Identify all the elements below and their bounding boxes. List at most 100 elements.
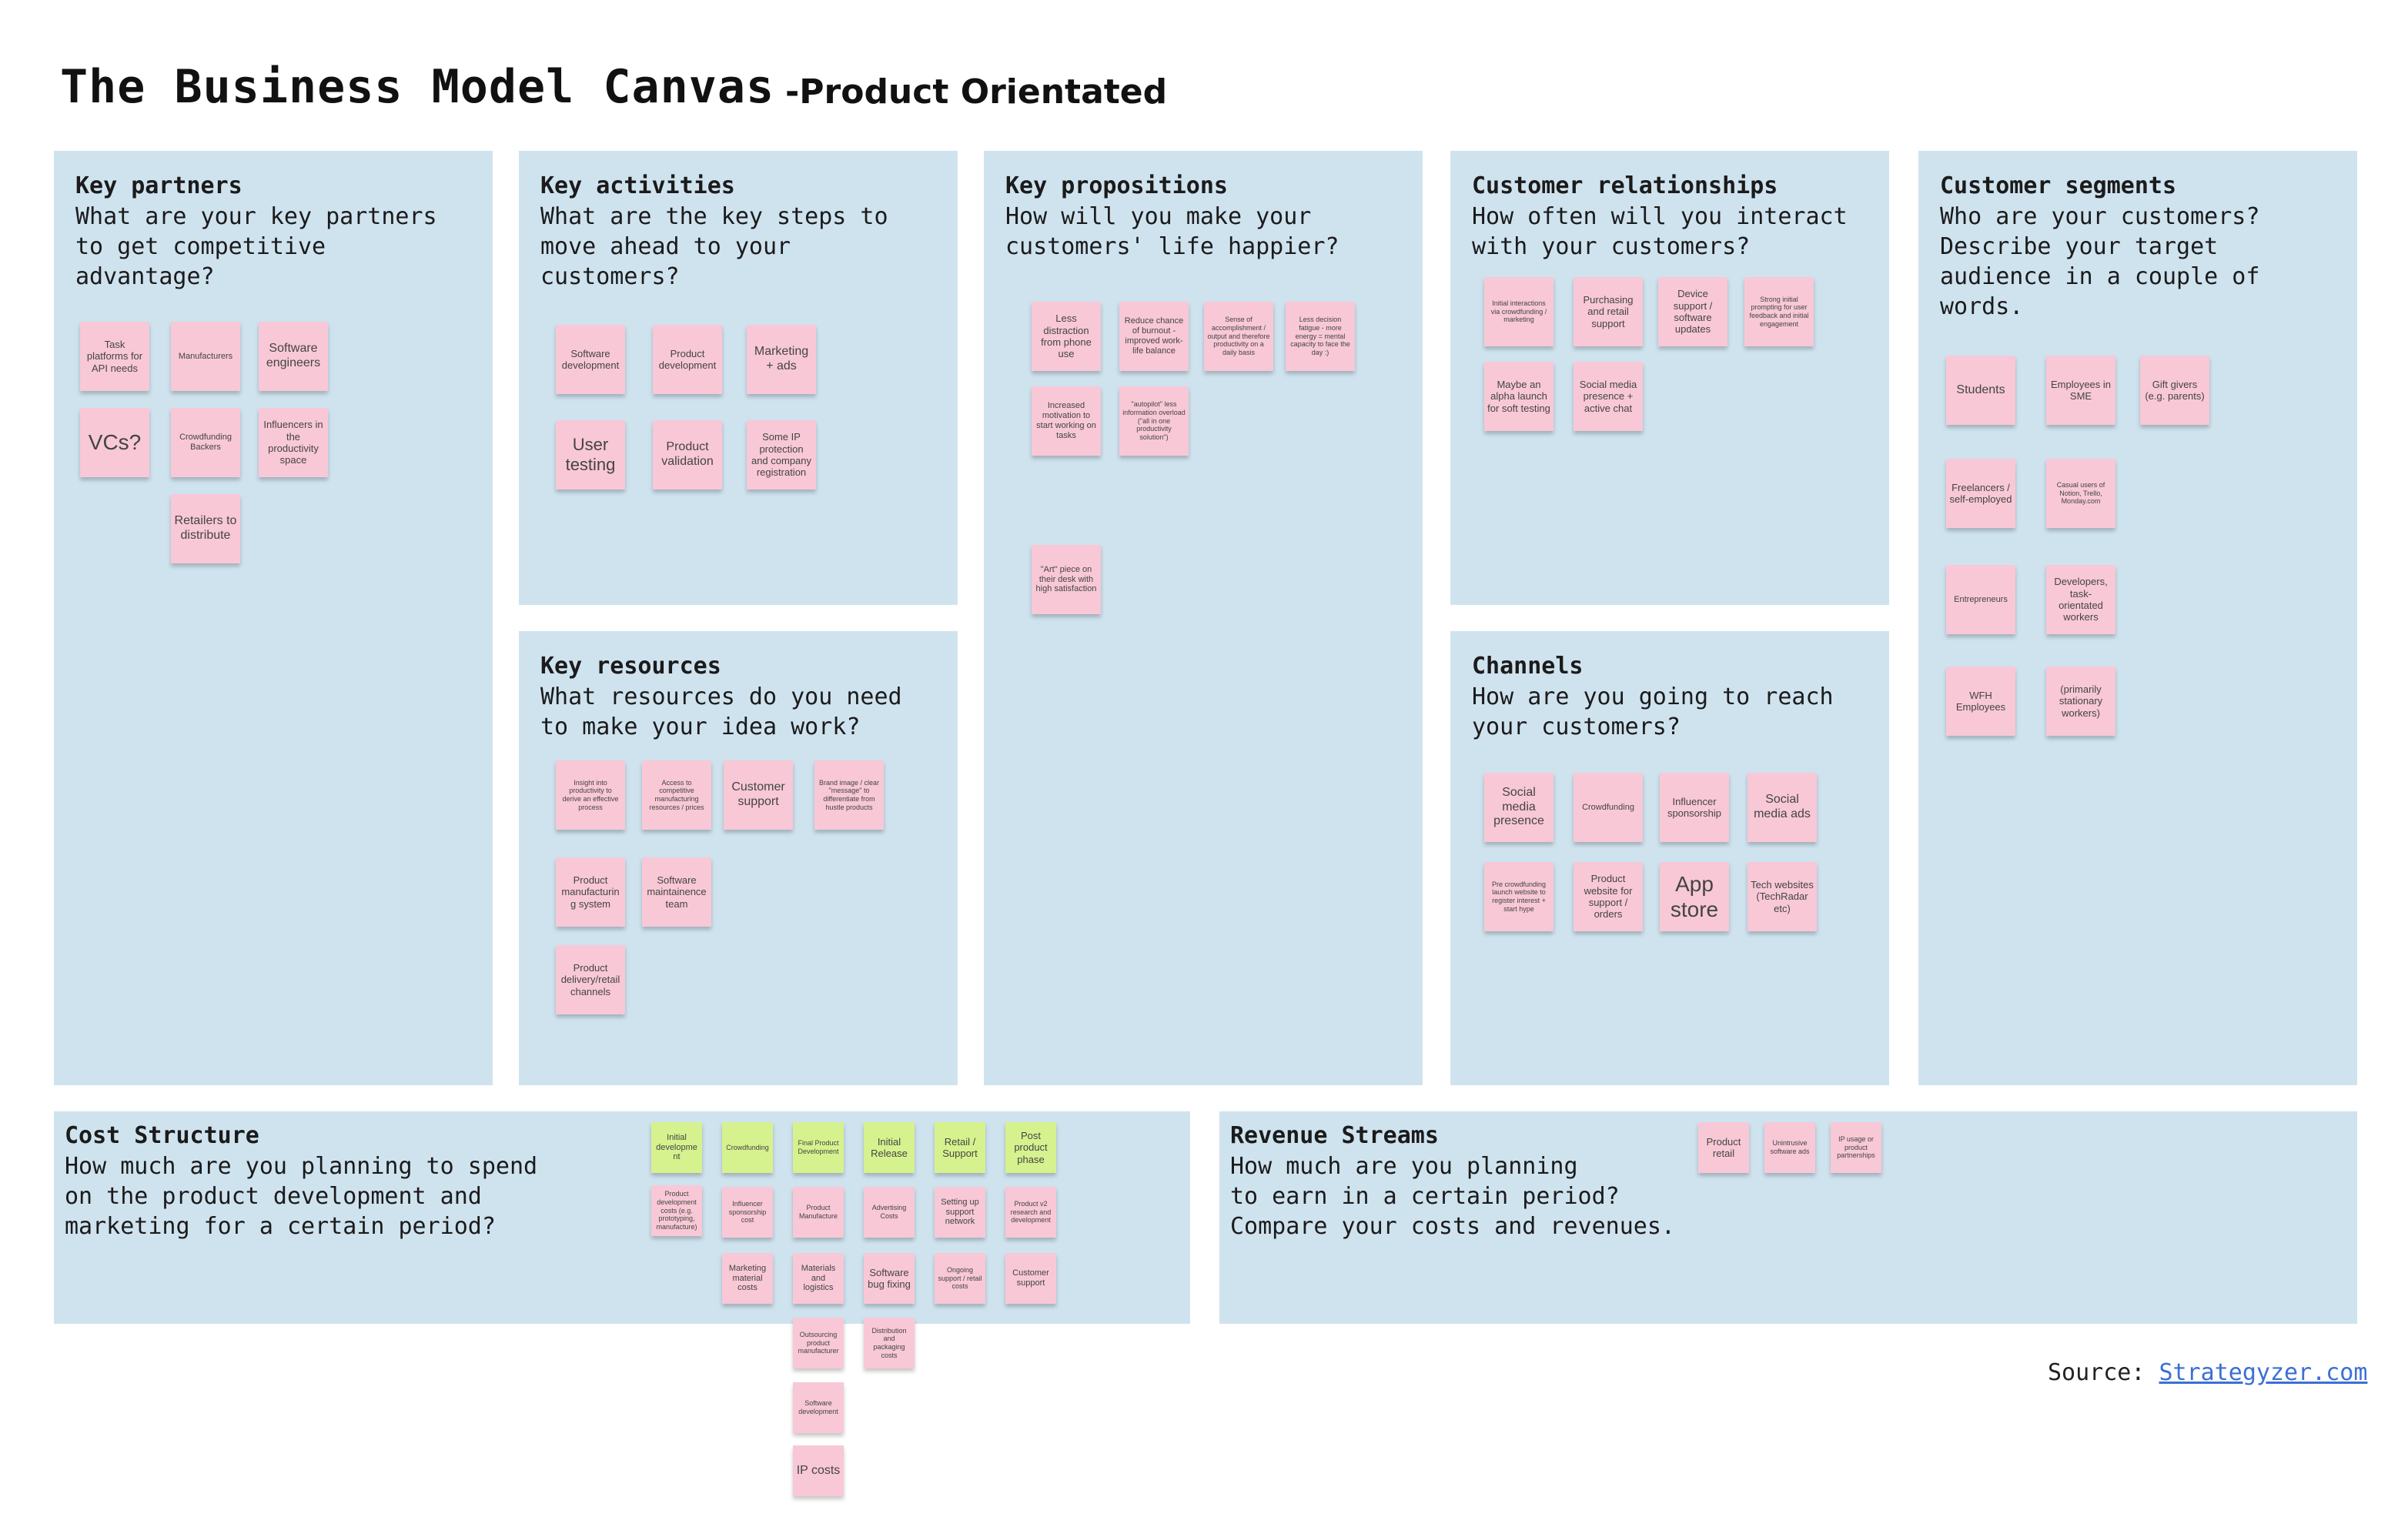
source-credit: Source: Strategyzer.com xyxy=(2048,1359,2367,1386)
panel-question: How will you make your customers' life h… xyxy=(1005,203,1339,260)
sticky-note[interactable]: Materials and logistics xyxy=(793,1253,844,1304)
panel-customer-segments: Customer segments Who are your customers… xyxy=(1918,151,2357,1085)
sticky-note[interactable]: Gift givers (e.g. parents) xyxy=(2140,356,2209,425)
panel-question: Who are your customers? Describe your ta… xyxy=(1940,203,2260,320)
source-label: Source: xyxy=(2048,1359,2145,1386)
source-link[interactable]: Strategyzer.com xyxy=(2159,1359,2368,1386)
sticky-note[interactable]: Sense of accomplishment / output and the… xyxy=(1204,302,1273,371)
panel-key-resources: Key resources What resources do you need… xyxy=(519,631,958,1085)
sticky-note[interactable]: Casual users of Notion, Trello, Monday.c… xyxy=(2046,459,2115,528)
panel-question: How often will you interact with your cu… xyxy=(1472,203,1848,260)
sticky-note[interactable]: Less distraction from phone use xyxy=(1032,302,1101,371)
page-subtitle: -Product Orientated xyxy=(785,72,1168,112)
sticky-note[interactable]: Influencer sponsorship cost xyxy=(722,1187,773,1238)
sticky-note[interactable]: Employees in SME xyxy=(2046,356,2115,425)
sticky-note[interactable]: Purchasing and retail support xyxy=(1574,277,1643,346)
panel-question: How much are you planning to earn in a c… xyxy=(1230,1153,1675,1240)
sticky-note[interactable]: VCs? xyxy=(80,408,149,477)
panel-cost-structure: Cost Structure How much are you planning… xyxy=(54,1111,1190,1324)
sticky-note[interactable]: Access to competitive manufacturing reso… xyxy=(642,760,711,830)
sticky-note[interactable]: Less decision fatigue - more energy = me… xyxy=(1286,302,1355,371)
sticky-note[interactable]: User testing xyxy=(556,420,625,490)
sticky-note[interactable]: Product delivery/retail channels xyxy=(556,945,625,1014)
sticky-note[interactable]: Ongoing support / retail costs xyxy=(935,1253,985,1304)
sticky-note[interactable]: Product retail xyxy=(1698,1122,1749,1173)
sticky-note[interactable]: Task platforms for API needs xyxy=(80,322,149,391)
phase-note[interactable]: Initial development xyxy=(651,1122,702,1173)
sticky-note[interactable]: IP usage or product partnerships xyxy=(1831,1122,1881,1173)
sticky-note[interactable]: Influencer sponsorship xyxy=(1660,773,1729,842)
sticky-note[interactable]: Marketing material costs xyxy=(722,1253,773,1304)
sticky-note[interactable]: Software development xyxy=(793,1382,844,1433)
sticky-note[interactable]: Device support / software updates xyxy=(1658,277,1727,346)
sticky-note[interactable]: Some IP protection and company registrat… xyxy=(747,420,816,490)
sticky-note[interactable]: Product website for support / orders xyxy=(1574,862,1643,931)
sticky-note[interactable]: Brand image / clear "message" to differe… xyxy=(814,760,884,830)
sticky-note[interactable]: Product v2 research and development xyxy=(1005,1187,1056,1238)
sticky-note[interactable]: Product manufacturing system xyxy=(556,857,625,927)
panel-customer-relationships: Customer relationships How often will yo… xyxy=(1450,151,1889,605)
sticky-note[interactable]: Initial interactions via crowdfunding / … xyxy=(1484,277,1553,346)
sticky-note[interactable]: Advertising Costs xyxy=(864,1187,915,1238)
panel-title: Channels xyxy=(1472,653,1584,680)
panel-question: What resources do you need to make your … xyxy=(540,683,902,740)
panel-title: Cost Structure xyxy=(65,1122,259,1149)
phase-note[interactable]: Initial Release xyxy=(864,1122,915,1173)
panel-title: Customer relationships xyxy=(1472,172,1778,199)
panel-key-partners: Key partners What are your key partners … xyxy=(54,151,493,1085)
sticky-note[interactable]: Crowdfunding xyxy=(1574,773,1643,842)
sticky-note[interactable]: Retailers to distribute xyxy=(171,494,240,563)
sticky-note[interactable]: Reduce chance of burnout - improved work… xyxy=(1119,302,1189,371)
sticky-note[interactable]: Product development costs (e.g. prototyp… xyxy=(651,1185,702,1236)
page-title: The Business Model Canvas xyxy=(60,60,775,114)
sticky-note[interactable]: (primarily stationary workers) xyxy=(2046,667,2115,736)
panel-key-activities: Key activities What are the key steps to… xyxy=(519,151,958,605)
sticky-note[interactable]: Social media ads xyxy=(1747,773,1817,842)
sticky-note[interactable]: Strong initial prompting for user feedba… xyxy=(1744,277,1814,346)
panel-title: Key partners xyxy=(75,172,242,199)
sticky-note[interactable]: Tech websites (TechRadar etc) xyxy=(1747,862,1817,931)
sticky-note[interactable]: Maybe an alpha launch for soft testing xyxy=(1484,362,1553,431)
sticky-note[interactable]: Product validation xyxy=(653,420,722,490)
sticky-note[interactable]: Influencers in the productivity space xyxy=(259,408,328,477)
sticky-note[interactable]: Developers, task-orientated workers xyxy=(2046,565,2115,634)
sticky-note[interactable]: Social media presence + active chat xyxy=(1574,362,1643,431)
sticky-note[interactable]: "Art" piece on their desk with high sati… xyxy=(1032,545,1101,614)
sticky-note[interactable]: Outsourcing product manufacturer xyxy=(793,1318,844,1368)
sticky-note[interactable]: Freelancers / self-employed xyxy=(1946,459,2015,528)
sticky-note[interactable]: Social media presence xyxy=(1484,773,1553,842)
sticky-note[interactable]: Manufacturers xyxy=(171,322,240,391)
sticky-note[interactable]: App store xyxy=(1660,862,1729,931)
sticky-note[interactable]: WFH Employees xyxy=(1946,667,2015,736)
sticky-note[interactable]: "autopilot" less information overload ("… xyxy=(1119,386,1189,456)
sticky-note[interactable]: Pre crowdfunding launch website to regis… xyxy=(1484,862,1553,931)
sticky-note[interactable]: Software development xyxy=(556,325,625,394)
panel-question: How much are you planning to spend on th… xyxy=(65,1153,538,1240)
sticky-note[interactable]: Customer support xyxy=(724,760,793,830)
sticky-note[interactable]: Marketing + ads xyxy=(747,325,816,394)
sticky-note[interactable]: Software bug fixing xyxy=(864,1253,915,1304)
sticky-note[interactable]: Distribution and packaging costs xyxy=(864,1318,915,1368)
sticky-note[interactable]: Customer support xyxy=(1005,1253,1056,1304)
sticky-note[interactable]: IP costs xyxy=(793,1445,844,1496)
sticky-note[interactable]: Software engineers xyxy=(259,322,328,391)
sticky-note[interactable]: Software maintainence team xyxy=(642,857,711,927)
sticky-note[interactable]: Entrepreneurs xyxy=(1946,565,2015,634)
sticky-note[interactable]: Setting up support network xyxy=(935,1187,985,1238)
sticky-note[interactable]: Crowdfunding Backers xyxy=(171,408,240,477)
panel-key-propositions: Key propositions How will you make your … xyxy=(984,151,1423,1085)
sticky-note[interactable]: Product Manufacture xyxy=(793,1187,844,1238)
panel-question: What are your key partners to get compet… xyxy=(75,203,437,290)
sticky-note[interactable]: Product development xyxy=(653,325,722,394)
panel-revenue-streams: Revenue Streams How much are you plannin… xyxy=(1219,1111,2357,1324)
sticky-note[interactable]: Unintrusive software ads xyxy=(1764,1122,1815,1173)
panel-channels: Channels How are you going to reach your… xyxy=(1450,631,1889,1085)
phase-note[interactable]: Final Product Development xyxy=(793,1122,844,1173)
sticky-note[interactable]: Increased motivation to start working on… xyxy=(1032,386,1101,456)
sticky-note[interactable]: Students xyxy=(1946,356,2015,425)
phase-note[interactable]: Post product phase xyxy=(1005,1122,1056,1173)
panel-title: Key activities xyxy=(540,172,735,199)
phase-note[interactable]: Crowdfunding xyxy=(722,1122,773,1173)
sticky-note[interactable]: Insight into productivity to derive an e… xyxy=(556,760,625,830)
phase-note[interactable]: Retail / Support xyxy=(935,1122,985,1173)
